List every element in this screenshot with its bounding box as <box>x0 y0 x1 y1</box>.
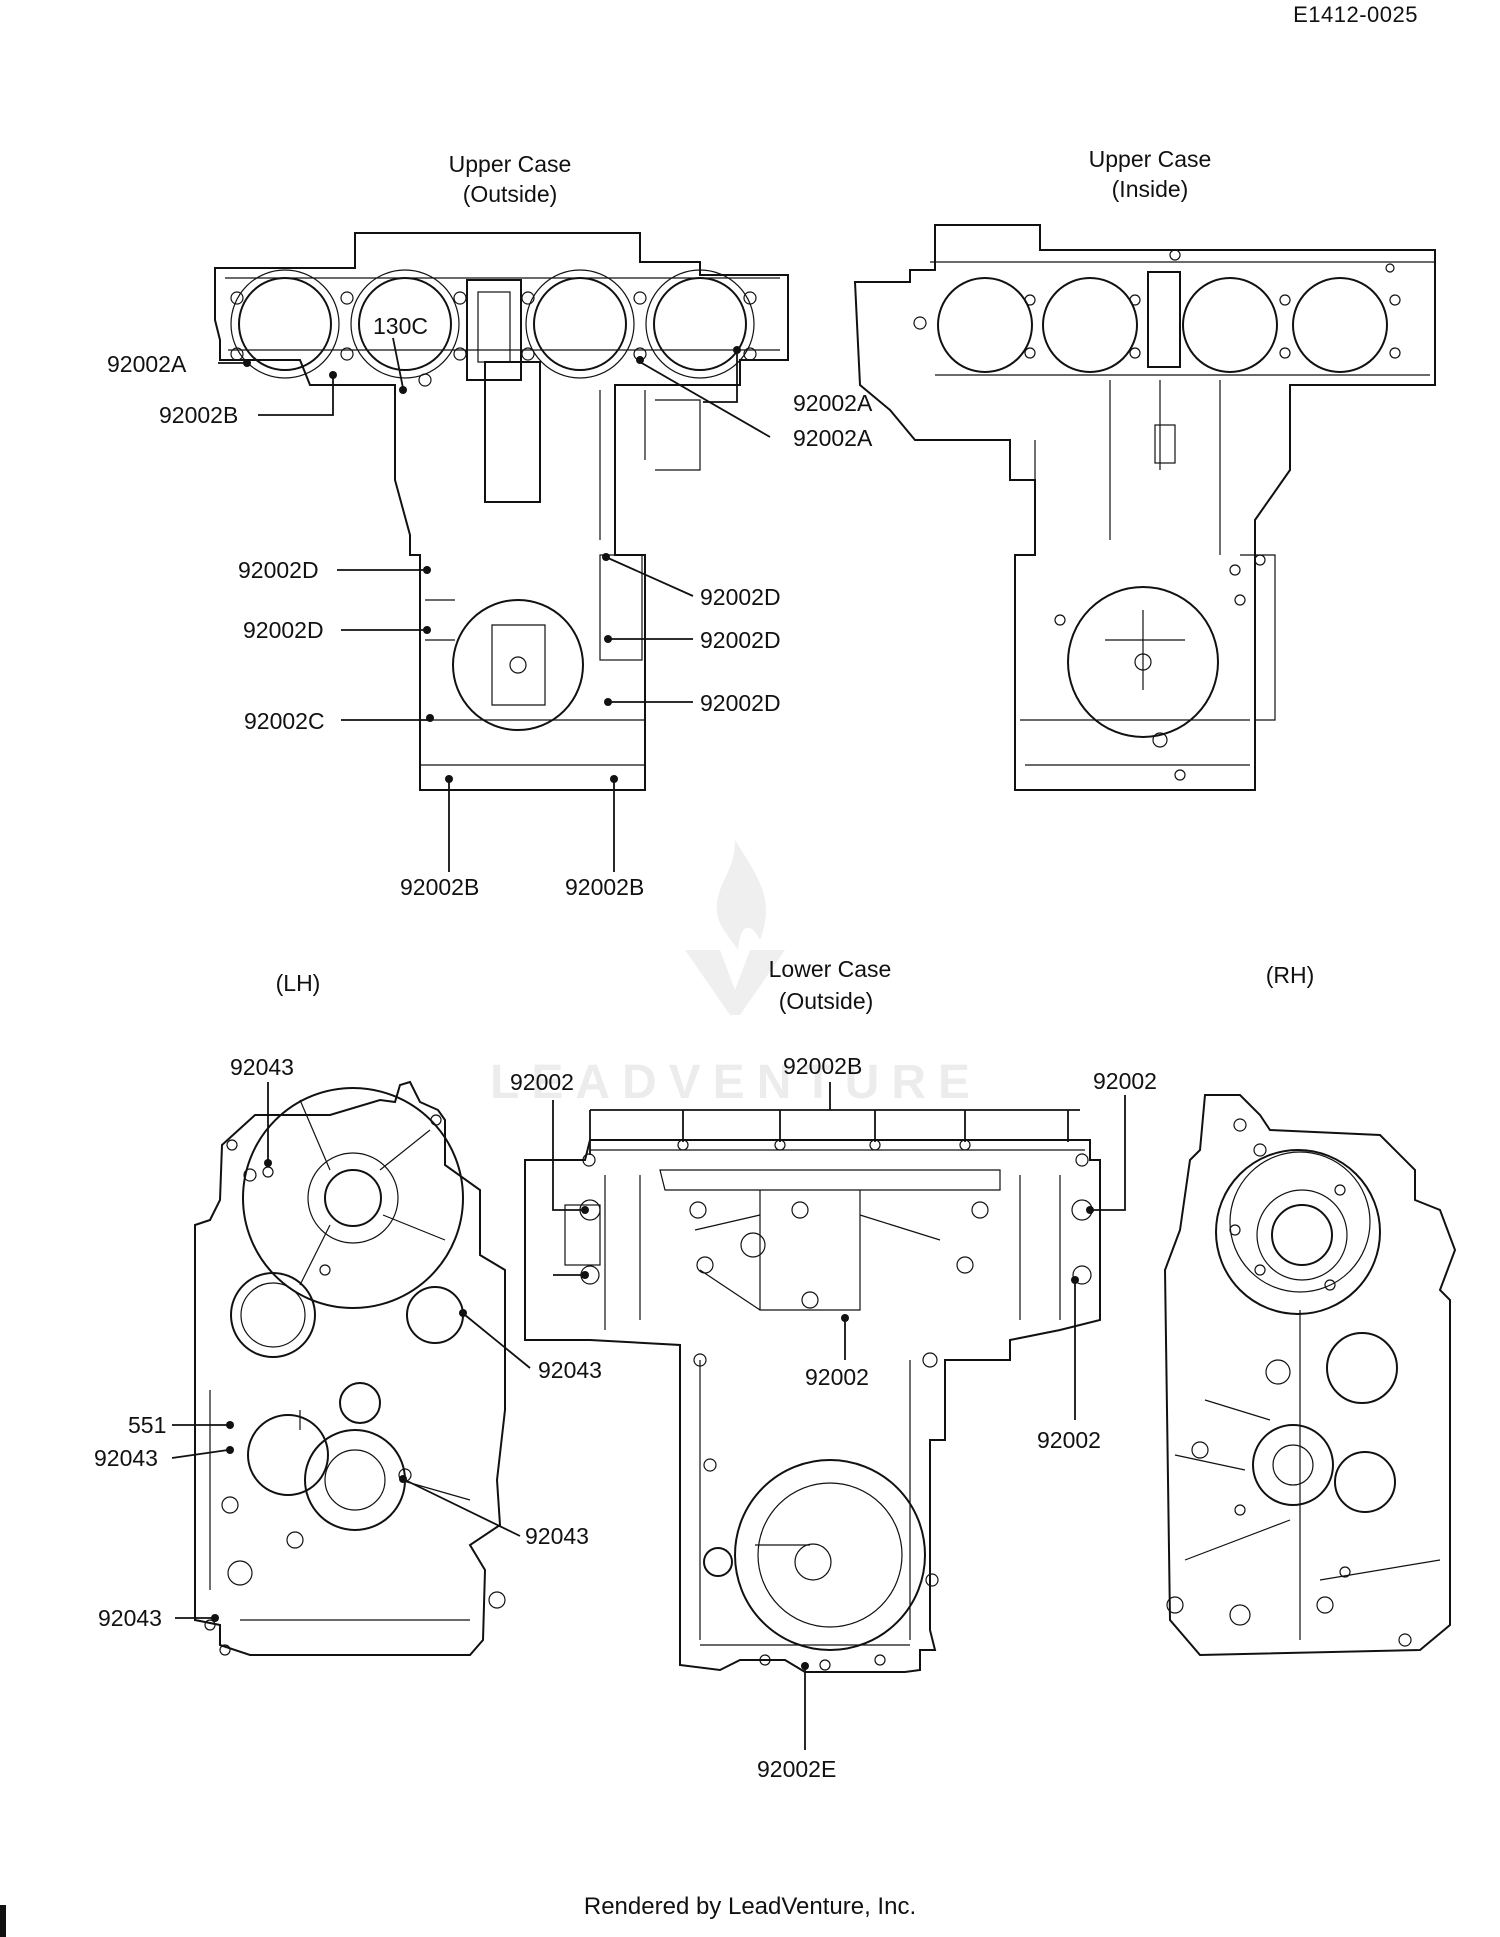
callout-lh-92043-r2: 92043 <box>525 1523 589 1549</box>
lh-leaders <box>171 1082 531 1622</box>
callout-uo-130C: 130C <box>373 313 428 339</box>
upper-outside-title: Upper Case <box>449 151 572 177</box>
callout-uo-92002D-l1: 92002D <box>238 557 319 583</box>
footer-credit: Rendered by LeadVenture, Inc. <box>583 1893 917 1920</box>
callout-lh-92043-mid: 92043 <box>538 1357 602 1383</box>
upper-case-outside-drawing <box>214 232 789 791</box>
callout-lo-92002E: 92002E <box>757 1756 836 1782</box>
rh-title: (RH) <box>1266 962 1315 988</box>
upper-outside-leaders <box>218 337 771 872</box>
watermark-text: LEADVENTURE <box>490 1056 983 1109</box>
callout-uo-92002B-b2: 92002B <box>565 874 644 900</box>
lower-outside-subtitle: (Outside) <box>779 988 874 1014</box>
callout-uo-92002B-b1: 92002B <box>400 874 479 900</box>
callout-uo-92002B-left: 92002B <box>159 402 238 428</box>
callout-lo-92002-center: 92002 <box>805 1364 869 1390</box>
callout-lh-92043-l2: 92043 <box>98 1605 162 1631</box>
upper-case-inside-drawing <box>853 224 1436 791</box>
callout-uo-92002D-r1: 92002D <box>700 584 781 610</box>
watermark-logo-icon <box>685 840 785 1015</box>
callout-lh-92043-top: 92043 <box>230 1054 294 1080</box>
callout-lh-551: 551 <box>128 1412 166 1438</box>
callout-lo-92002-right: 92002 <box>1093 1068 1157 1094</box>
upper-inside-subtitle: (Inside) <box>1112 176 1189 202</box>
upper-outside-subtitle: (Outside) <box>463 181 558 207</box>
edge-mark <box>0 1905 6 1937</box>
callout-lo-92002-rlow: 92002 <box>1037 1427 1101 1453</box>
callout-uo-92002D-r3: 92002D <box>700 690 781 716</box>
rh-case-drawing <box>1163 1094 1457 1657</box>
callout-lo-92002-left: 92002 <box>510 1069 574 1095</box>
lower-outside-leaders <box>552 1082 1126 1750</box>
callout-uo-92002A-r1: 92002A <box>793 390 873 416</box>
callout-uo-92002A-r2: 92002A <box>793 425 873 451</box>
document-id: E1412-0025 <box>1293 2 1418 27</box>
callout-lo-92002B-top: 92002B <box>783 1053 862 1079</box>
callout-uo-92002C: 92002C <box>244 708 325 734</box>
callout-lh-92043-l1: 92043 <box>94 1445 158 1471</box>
callout-uo-92002D-l2: 92002D <box>243 617 324 643</box>
lower-outside-title: Lower Case <box>769 956 892 982</box>
lh-title: (LH) <box>276 970 321 996</box>
lh-case-drawing <box>194 1080 506 1656</box>
callout-uo-92002D-r2: 92002D <box>700 627 781 653</box>
upper-inside-title: Upper Case <box>1089 146 1212 172</box>
callout-uo-92002A-left: 92002A <box>107 351 187 377</box>
lower-case-outside-drawing <box>524 1139 1101 1673</box>
